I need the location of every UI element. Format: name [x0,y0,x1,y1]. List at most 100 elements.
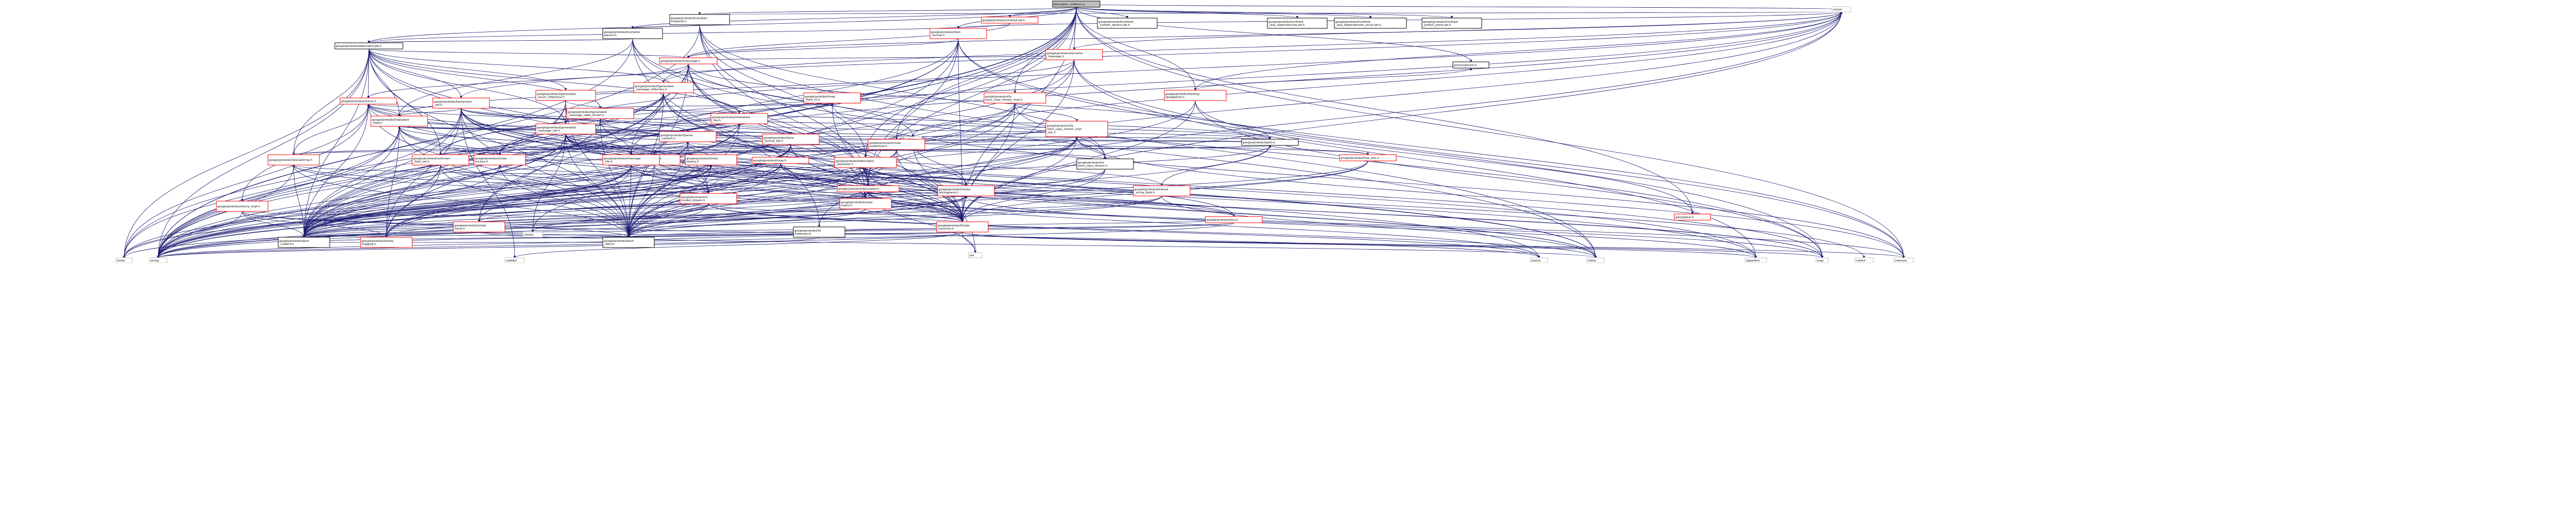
system-header-node: map [1816,257,1829,263]
node-box [1205,216,1263,223]
include-edge [654,165,968,186]
header-node[interactable]: google/protobuf/has_bits.h [1339,154,1397,161]
include-edge [157,237,820,258]
header-node[interactable]: google/protobuf/stubs/once.h [453,221,505,233]
header-node[interactable]: google/protobuf/stubs/casts.h [839,198,892,209]
header-node[interactable]: google/protobuf/io/zero_copy_stream_impl… [984,92,1046,104]
header-node[interactable]: google/protobuf/descriptor.pb.h [334,42,403,50]
header-node[interactable]: google/protobuf/any.h [1205,216,1263,223]
include-edge [896,149,964,222]
header-node[interactable]: google/protobuf/compiler/importer.h [669,14,730,25]
node-label-line: google/protobuf/message [604,157,641,160]
header-node[interactable]: google/protobuf/extension_set.h [432,97,490,109]
include-edge [1076,7,1372,19]
header-node[interactable]: google/protobuf/port_def.inc [602,237,655,248]
include-edge [565,134,1369,155]
node-box [535,123,596,135]
header-node[interactable]: google/protobuf/unittest_custom_options.… [1097,18,1158,29]
include-edge [302,191,869,238]
include-edge [654,11,1843,155]
include-edge [293,165,968,186]
header-node[interactable]: google/protobuf/parse_context.h [659,131,717,142]
header-node[interactable]: google/protobuf/map_field_inl.h [803,92,861,104]
include-edge [1076,7,1694,215]
include-edge [302,134,566,238]
header-node[interactable]: google/protobuf/repeated_field.h [370,116,428,127]
node-label-line: google/protobuf/has_bits.h [1341,157,1379,160]
header-node[interactable]: google/protobuf/stubs/stringpiece.h [937,185,995,196]
header-node[interactable]: google/protobuf/stubs/substitute.h [868,139,925,150]
include-edge [1268,145,1368,155]
node-box [1076,158,1134,170]
node-box [1045,49,1103,60]
node-label-line: google/protobuf/arena_impl.h [217,205,260,208]
node-box [1339,154,1397,161]
header-node[interactable]: google/protobuf/descriptor.h [837,185,900,192]
header-node[interactable]: google/protobuf/generated_enum_reflectio… [535,90,596,101]
include-edge [708,203,1540,258]
header-node[interactable]: google/protobuf/map.h [752,157,809,164]
header-node[interactable]: google/protobuf/stubs/logging.h [360,237,413,248]
header-node[interactable]: google/protobuf/unittest.pb.h [981,17,1039,24]
node-label-line: vector [1833,8,1842,11]
node-label-line: google/protobuf/io [794,229,821,233]
node-label-line: algorithm [1746,259,1760,262]
node-box [984,92,1046,104]
include-edge [630,165,1234,217]
node-label-line: set [970,254,974,257]
header-node[interactable]: google/protobuf/wire_format_lite.h [762,134,820,145]
node-label-line: /zero_copy_stream.h [1078,165,1108,168]
include-edge [565,11,1843,124]
header-node[interactable]: google/protobuf/message_lite.h [602,154,660,166]
include-edge [302,165,441,238]
header-node[interactable]: google/protobuf/io/tokenizer.h [793,226,845,238]
node-label-line: _enum_reflection.h [536,96,565,99]
include-edge [461,11,1843,98]
header-node[interactable]: google/protobuf/metadata_lite.h [710,113,768,124]
include-edge [302,165,632,238]
include-edge [367,23,1010,43]
header-node[interactable]: google/protobuf/stubs/status.h [685,154,737,166]
include-edge [123,126,400,258]
header-node[interactable]: gtest/gtest.h [1674,213,1711,221]
include-edge [687,38,959,58]
header-node[interactable]: google/protobuf/stubs/mutex.h [473,154,526,166]
header-node[interactable]: google/protobuf/unittest_lazy_dependenci… [1267,18,1328,29]
header-node[interactable]: google/protobuf/port.h [1241,139,1299,146]
node-box [839,198,892,209]
node-label-line: _field_inl.h [804,98,820,102]
header-node[interactable]: google/protobuf/compiler/parser.h [602,28,663,39]
root-file-node: descriptor_unittest.cc [1052,1,1100,8]
header-node[interactable]: google/protobuf/unknown_field_set.h [412,154,469,166]
header-node[interactable]: google/protobuf/message.h [659,57,718,64]
header-node[interactable]: google/protobuf/port_undef.inc [278,237,330,248]
node-label-line: google/protobuf/any.h [1207,219,1239,222]
header-node[interactable]: google/protobuf/descriptor_database.h [834,157,897,168]
header-node[interactable]: google/protobuf/dynamic_message.h [1045,49,1103,60]
system-header-node: cstdint [1854,257,1874,263]
header-node[interactable]: google/protobuf/arena_impl.h [216,201,268,212]
node-label-line: google/protobuf/stubs [938,224,970,227]
header-node[interactable]: google/protobuf/arenastring.h [267,154,320,166]
include-edge [819,11,1843,227]
header-node[interactable]: google/protobuf/testing/googletest.h [1164,90,1227,101]
header-node[interactable]: google/protobuf/inlined_string_field.h [1133,185,1191,196]
header-node[interactable]: google/protobuf/generated_message_table_… [566,108,634,119]
header-node[interactable]: google/protobuf/io/zero_copy_stream_impl… [1045,121,1108,137]
header-node[interactable]: gmock/gmock.h [1452,61,1489,69]
header-node[interactable]: google/protobuf/unittest_lazy_dependenci… [1334,18,1407,29]
node-box [602,154,660,166]
include-edge [398,108,462,117]
node-label-line: google/protobuf/message.h [660,60,700,63]
header-node[interactable]: google/protobuf/text_format.h [929,28,987,39]
header-node[interactable]: google/protobuf/arena.h [340,97,397,105]
node-box [685,154,737,166]
header-node[interactable]: google/protobuf/unittest_proto3_arena.pb… [1421,18,1482,29]
header-node[interactable]: google/protobuf/io/zero_copy_stream.h [1076,158,1134,170]
header-node[interactable]: google/protobuf/generated_message_reflec… [633,82,694,93]
header-node[interactable]: google/protobuf/stubs/common.h [936,221,989,233]
header-node[interactable]: google/protobuf/generated_message_util.h [535,123,596,135]
header-node[interactable]: google/protobuf/io/coded_stream.h [680,193,737,204]
node-label-line: /casts.h [841,204,852,207]
